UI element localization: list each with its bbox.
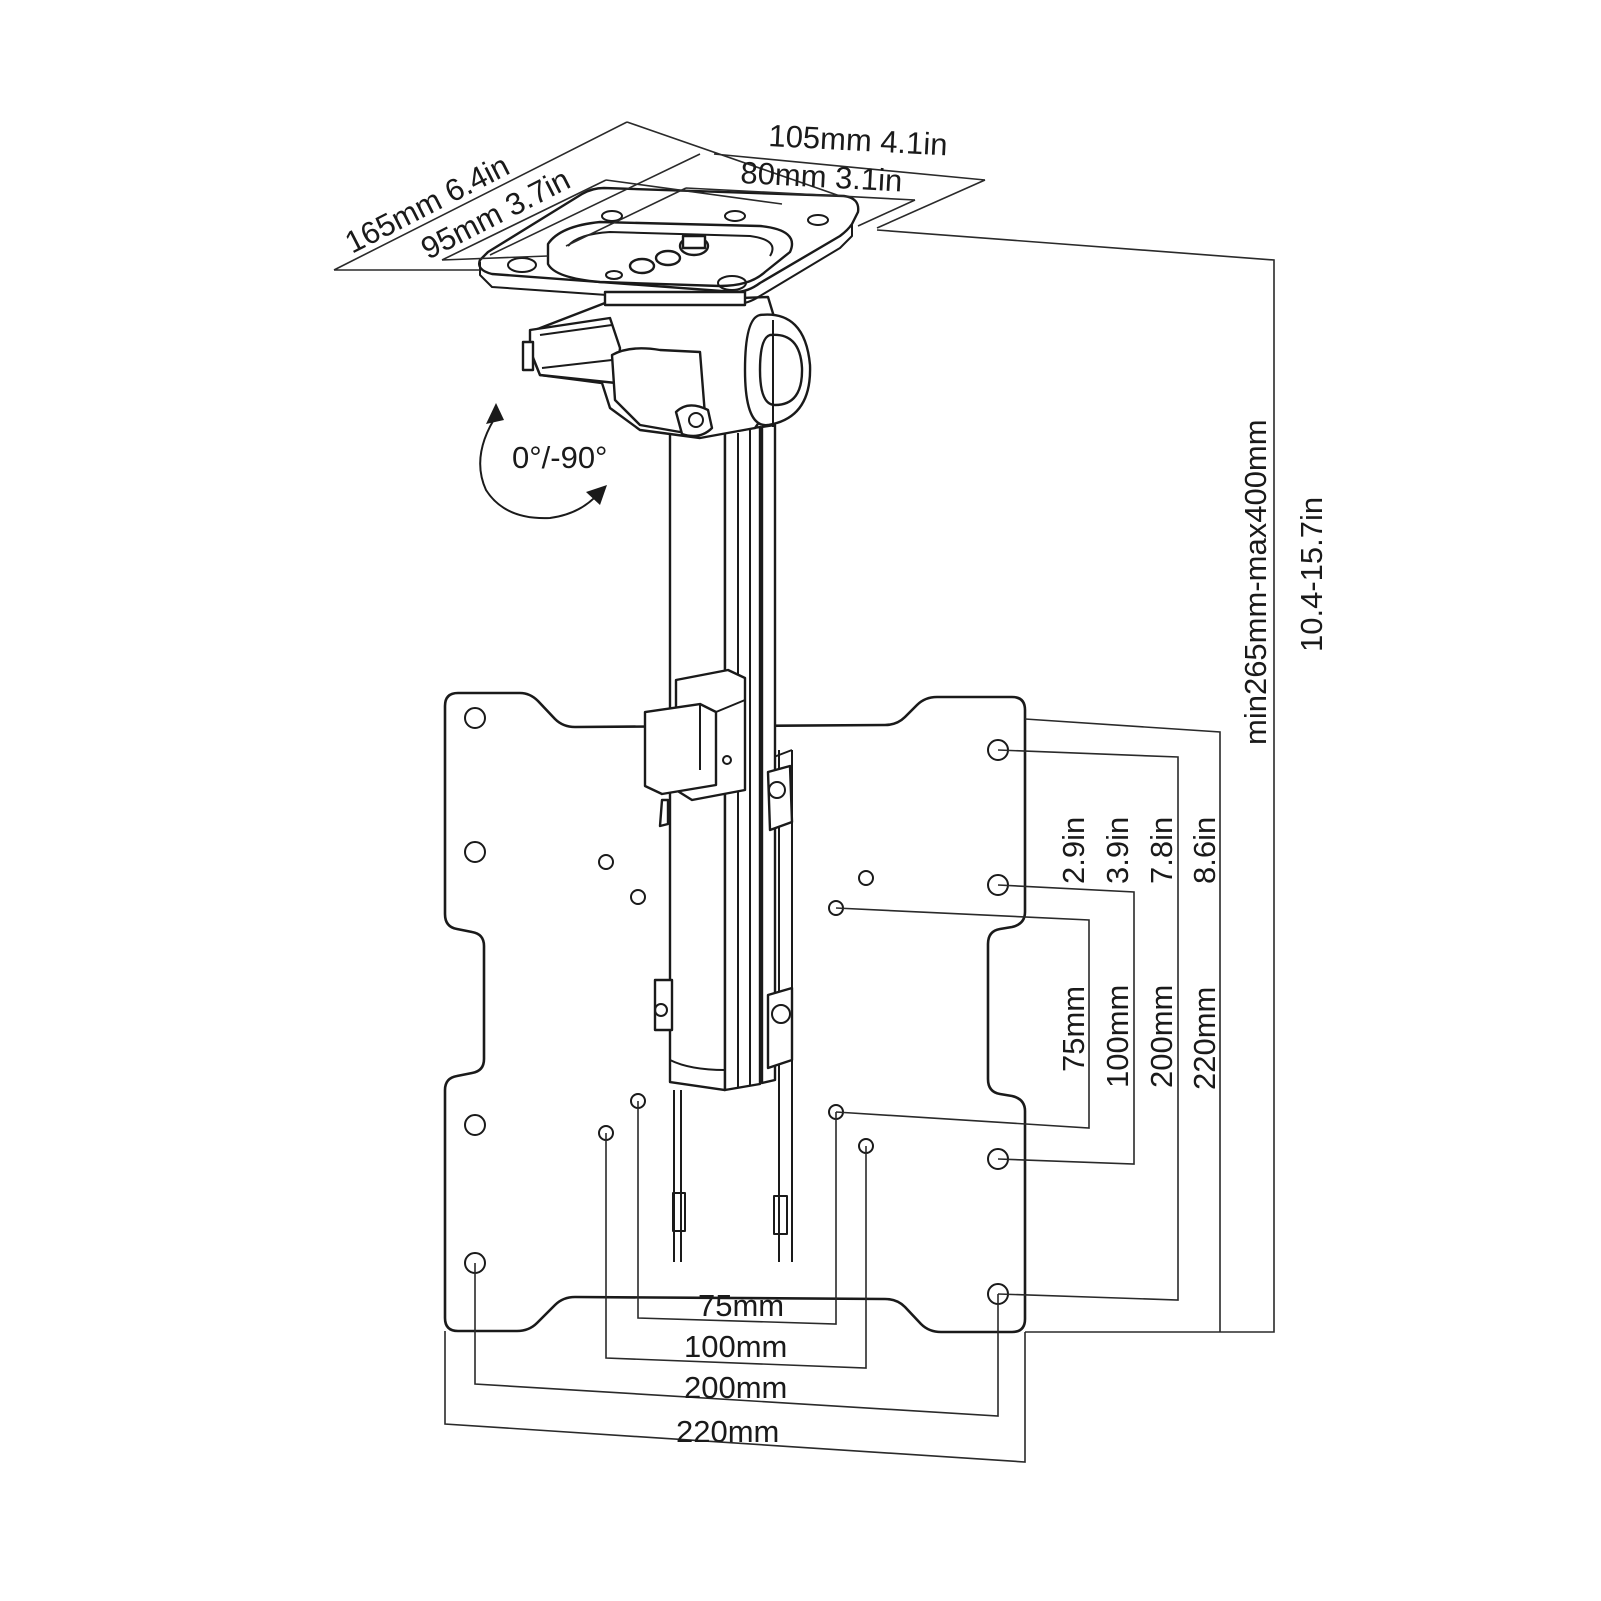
- vesa-v-100-in-label: 3.9in: [1100, 817, 1135, 884]
- vesa-h-200-label: 200mm: [684, 1370, 787, 1405]
- vesa-plate-outline: [443, 691, 1027, 1334]
- tilt-rotation-arrow-icon: [479, 403, 607, 520]
- vesa-v-200-in-label: 7.8in: [1144, 817, 1179, 884]
- vesa-hole-220-tl: [464, 707, 486, 729]
- tilt-head: [521, 295, 812, 440]
- height-mm-label: min265mm-max400mm: [1238, 419, 1273, 745]
- locking-clamp: [643, 668, 747, 802]
- vesa-h-75-label: 75mm: [698, 1288, 784, 1323]
- vesa-v-220-label: 220mm: [1187, 987, 1222, 1090]
- arm-bolts: [653, 764, 794, 1070]
- vesa-v-75-in-label: 2.9in: [1056, 817, 1091, 884]
- vesa-hole-200-tl: [464, 841, 486, 863]
- height-dimension-line: [876, 229, 1275, 1333]
- vesa-vertical-dimension-lines: [835, 718, 1221, 1332]
- vesa-v-220-in-label: 8.6in: [1187, 817, 1222, 884]
- tilt-label: 0°/-90°: [512, 440, 607, 475]
- top-plate-dimension-lines: [333, 121, 986, 271]
- vesa-hole-100-tl: [598, 854, 614, 870]
- top-width-inner-label: 80mm 3.1in: [740, 155, 904, 198]
- telescopic-arm: [643, 423, 794, 1092]
- vesa-h-220-label: 220mm: [676, 1414, 779, 1449]
- vesa-v-100-label: 100mm: [1100, 985, 1135, 1088]
- vesa-hole-200-bl: [464, 1114, 486, 1136]
- center-bolts: [628, 234, 710, 275]
- vesa-plate: [443, 691, 1027, 1334]
- vesa-v-200-label: 200mm: [1144, 985, 1179, 1088]
- vesa-h-100-label: 100mm: [684, 1329, 787, 1364]
- height-in-label: 10.4-15.7in: [1294, 497, 1329, 652]
- vesa-horizontal-dimension-lines: [444, 1101, 1026, 1463]
- vesa-hole-100-tr: [858, 870, 874, 886]
- vesa-hole-75-tl: [630, 889, 646, 905]
- ceiling-plate-slots: [507, 210, 829, 291]
- vesa-v-75-label: 75mm: [1056, 986, 1091, 1072]
- top-width-outer-label: 105mm 4.1in: [768, 118, 949, 162]
